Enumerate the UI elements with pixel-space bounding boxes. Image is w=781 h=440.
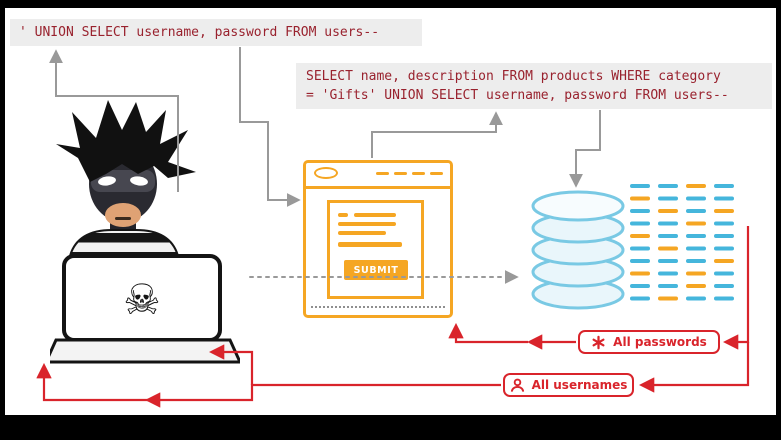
form-field-line [338,213,348,217]
results-table [630,184,734,301]
attacker-figure: ☠ [50,100,240,364]
attacker-mouth [115,217,131,220]
form-field-line [338,231,386,235]
all-passwords-label: All passwords [613,335,707,349]
database-icon [531,190,625,310]
asterisk-icon [592,335,605,349]
address-bar-icon [314,167,338,179]
results-table-rows [630,184,734,301]
menu-dash-icon [430,172,443,175]
payload-code-text: ' UNION SELECT username, password FROM u… [19,25,380,40]
all-passwords-badge: All passwords [578,330,720,354]
menu-dash-icon [376,172,389,175]
browser-header [306,163,450,189]
submit-button: SUBMIT [344,260,408,280]
browser-window: SUBMIT [303,160,453,318]
constructed-query-code: SELECT name, description FROM products W… [296,63,772,109]
form-field-line [354,213,396,217]
search-form-panel: SUBMIT [327,200,424,299]
form-field-line [338,242,402,247]
skull-icon: ☠ [123,275,161,324]
query-line-2: = 'Gifts' UNION SELECT username, passwor… [306,88,729,103]
attacker-chin [105,203,141,227]
menu-dash-icon [394,172,407,175]
menu-dash-icon [412,172,425,175]
browser-dotted-line [311,306,445,308]
laptop-keyboard [50,338,240,364]
payload-code: ' UNION SELECT username, password FROM u… [10,19,422,46]
submit-label: SUBMIT [353,264,399,276]
all-usernames-label: All usernames [531,378,628,392]
form-field-line [338,222,396,226]
query-line-1: SELECT name, description FROM products W… [306,69,721,84]
all-usernames-badge: All usernames [503,373,634,397]
person-icon [510,378,524,392]
